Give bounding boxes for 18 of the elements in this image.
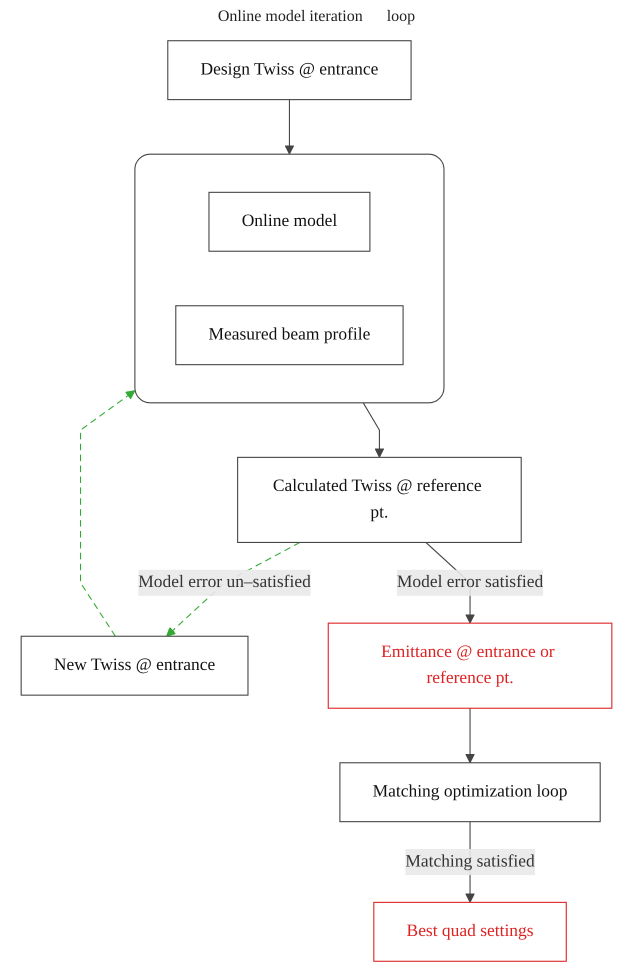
node-box: New Twiss @ entrance	[20, 636, 249, 696]
note-text: Online model iteration	[218, 8, 363, 26]
arrow	[362, 402, 384, 458]
node-box: Best quad settings	[373, 902, 567, 962]
edge-label: Model error satisfied	[396, 572, 544, 592]
arrow	[284, 100, 294, 155]
node-box: Calculated Twiss @ reference pt.	[237, 456, 522, 543]
edge-label: Matching satisfied	[405, 852, 535, 871]
arrow	[465, 708, 475, 764]
node-box: Design Twiss @ entrance	[167, 40, 412, 100]
note-text: loop	[386, 8, 416, 26]
node-box: Matching optimization loop	[339, 762, 601, 822]
cluster	[134, 154, 445, 404]
edge-label: Model error un–satisfied	[138, 572, 311, 592]
node-box: Online model	[208, 192, 370, 252]
node-box: Emittance @ entrance or reference pt.	[328, 622, 612, 709]
node-box: Measured beam profile	[175, 305, 404, 366]
arrow	[80, 390, 136, 637]
